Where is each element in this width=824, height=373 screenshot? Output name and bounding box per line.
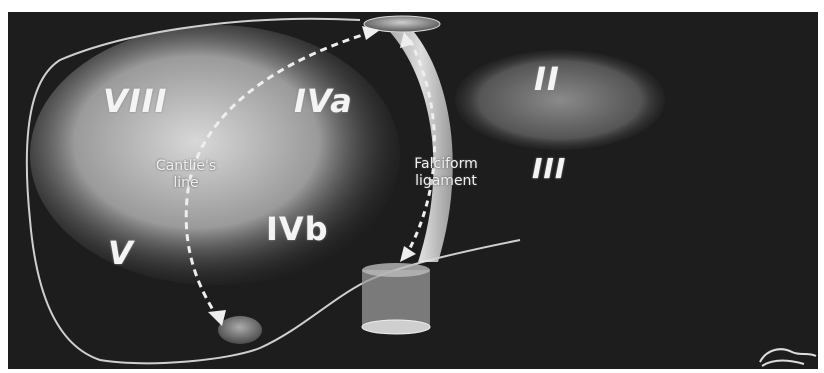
gallbladder xyxy=(218,316,262,344)
segment-v-label: V xyxy=(108,234,134,272)
segment-viii-label: VIII xyxy=(103,82,167,120)
logo-icon xyxy=(760,349,816,366)
segment-ivb-label: IVb xyxy=(266,210,329,248)
falciform-ligament-label: Falciform ligament xyxy=(386,156,506,190)
portal-vein-cylinder xyxy=(362,263,430,334)
cantlies-line-label-line2: line xyxy=(138,175,234,192)
right-lobe-glow xyxy=(30,25,400,285)
segment-iii-label: III xyxy=(532,152,566,185)
left-lobe-glow xyxy=(455,50,665,150)
cantlies-line-label: Cantlie's line xyxy=(138,158,234,192)
falciform-ligament-label-line2: ligament xyxy=(386,173,506,190)
cantlies-line-label-line1: Cantlie's xyxy=(138,158,234,175)
segment-ii-label: II xyxy=(534,60,560,98)
falciform-ligament-label-line1: Falciform xyxy=(386,156,506,173)
segment-iva-label: IVa xyxy=(294,82,353,120)
